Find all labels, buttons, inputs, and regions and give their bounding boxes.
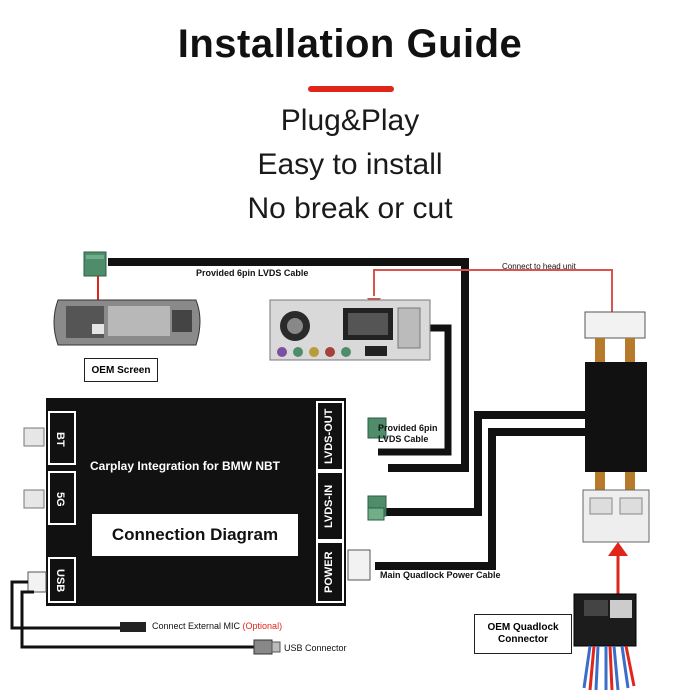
quadlock-arrow <box>608 542 628 556</box>
label-mic-optional: (Optional) <box>242 621 283 631</box>
oem-quadlock-image <box>573 593 637 691</box>
head-unit-red-line <box>373 269 613 312</box>
label-connect-head-unit: Connect to head unit <box>502 262 576 271</box>
port-box-power <box>316 541 344 603</box>
port-label-lvds-in: LVDS-IN <box>323 484 335 528</box>
mic-cable <box>10 580 120 630</box>
module-body <box>46 398 346 606</box>
port-label-usb: USB <box>54 569 66 593</box>
page-title: Installation Guide <box>177 22 523 66</box>
label-usb-connector: USB Connector <box>284 643 347 653</box>
port-label-bt: BT <box>54 431 66 447</box>
port-box-usb <box>48 557 76 603</box>
label-oem-quadlock: OEM Quadlock Connector <box>474 614 572 654</box>
usb-cable <box>20 590 254 649</box>
module-title: Carplay Integration for BMW NBT <box>90 459 281 473</box>
feature-no-break: No break or cut <box>247 192 453 225</box>
label-mic-text: Connect External MIC <box>152 621 243 631</box>
quadlock-power-cable <box>375 428 590 570</box>
port-box-bt <box>48 411 76 465</box>
power-port-connector <box>347 549 371 581</box>
label-lvds-cable-top: Provided 6pin LVDS Cable <box>196 268 309 278</box>
lvds-in-cable <box>380 411 590 516</box>
feature-easy-install: Easy to install <box>257 148 443 181</box>
fakra-connector-lvds-in-2 <box>367 507 385 521</box>
port-box-lvds-in <box>316 471 344 541</box>
port-box-lvds-out <box>316 401 344 471</box>
mic-plug <box>120 622 146 632</box>
fakra-connector-lvds-out <box>367 417 387 439</box>
label-oem-screen: OEM Screen <box>84 358 158 382</box>
lvds-cable-top <box>108 258 469 472</box>
title-underline <box>308 86 394 92</box>
usb-port-connector <box>27 571 47 593</box>
port-label-power: POWER <box>323 551 335 593</box>
port-box-5g <box>48 471 76 525</box>
head-unit-image <box>269 299 431 361</box>
label-mic: Connect External MIC (Optional) <box>152 621 282 631</box>
port-label-5g: 5G <box>54 491 66 507</box>
feature-plug-play: Plug&Play <box>280 104 420 137</box>
connection-diagram-title: Connection Diagram <box>92 514 298 556</box>
usb-plug <box>253 639 273 655</box>
port-label-lvds-out: LVDS-OUT <box>323 408 335 464</box>
bt-antenna-connector <box>23 427 45 447</box>
label-lvds-cable-right: Provided 6pin LVDS Cable <box>378 423 438 444</box>
quadlock-adapter <box>582 311 650 543</box>
label-main-quadlock: Main Quadlock Power Cable <box>380 570 501 580</box>
5g-antenna-connector <box>23 489 45 509</box>
lvds-cable-right <box>378 324 452 456</box>
oem-screen-image <box>53 299 201 346</box>
